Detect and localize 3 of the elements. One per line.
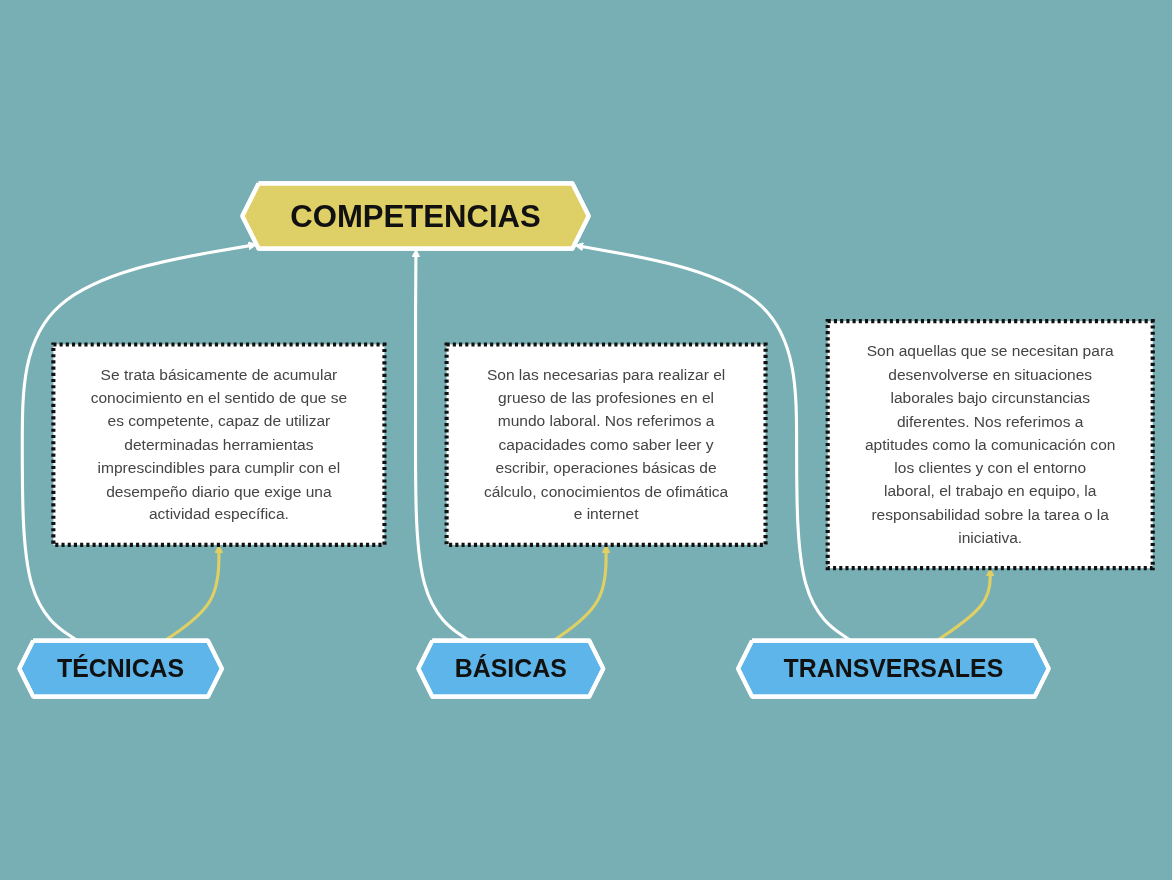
- node-box: Son aquellas que se necesitan para desenvolverse en situaciones laborales bajo circunstancias diferentes. Nos referimos a aptitudes como la comunicación con los clientes y con el entorno laboral, el trabajo en equipo, la responsabilidad sobre la tarea o la iniciativa.: [825, 319, 1155, 571]
- node-box: Son las necesarias para realizar el grueso de las profesiones en el mundo laboral. Nos referimos a capacidades como saber leer y escribir, operaciones básicas de cálculo, conocimientos de ofimática e internet: [444, 342, 768, 547]
- node-box: Se trata básicamente de acumular conocimiento en el sentido de que se es competente, capaz de utilizar determinadas herramientas imprescindibles para cumplir con el desempeño diario que exige una actividad específica.: [51, 342, 387, 547]
